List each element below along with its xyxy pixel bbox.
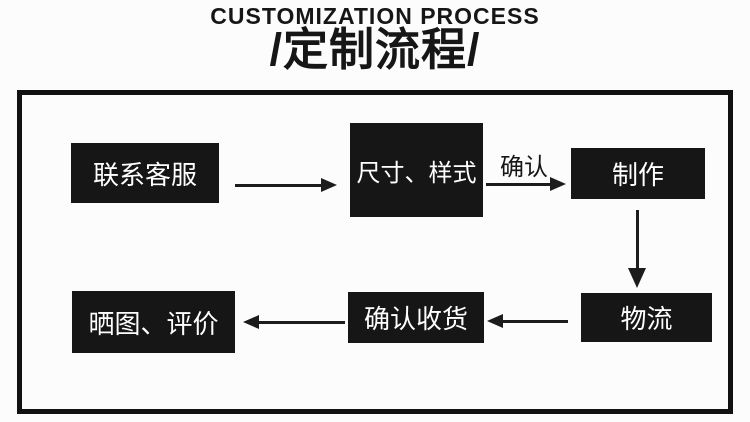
flow-step-size-style: 尺寸、样式 xyxy=(350,123,483,217)
arrow-confirm-to-review-shaft xyxy=(259,321,345,324)
flow-step-photo-review: 晒图、评价 xyxy=(72,291,235,353)
flowchart-frame xyxy=(17,90,733,414)
arrow-down-icon xyxy=(628,268,646,288)
arrow-right-icon xyxy=(321,178,337,192)
page-title-english: CUSTOMIZATION PROCESS xyxy=(210,3,540,29)
flow-step-confirm-receipt: 确认收货 xyxy=(348,292,484,343)
flow-step-production: 制作 xyxy=(571,148,705,199)
arrow-contact-to-size-shaft xyxy=(235,184,321,187)
arrow-size-to-production-shaft xyxy=(486,183,550,186)
flow-step-logistics: 物流 xyxy=(581,293,712,342)
arrow-production-to-logistics-shaft xyxy=(636,210,639,268)
arrow-left-icon xyxy=(243,315,259,329)
page-title-chinese: /定制流程/ xyxy=(269,24,481,75)
arrow-left-icon xyxy=(487,314,503,328)
arrow-logistics-to-confirm-shaft xyxy=(503,320,568,323)
flow-step-contact-service: 联系客服 xyxy=(71,143,219,203)
arrow-right-icon xyxy=(550,177,566,191)
arrow-confirm-label: 确认 xyxy=(500,154,548,181)
